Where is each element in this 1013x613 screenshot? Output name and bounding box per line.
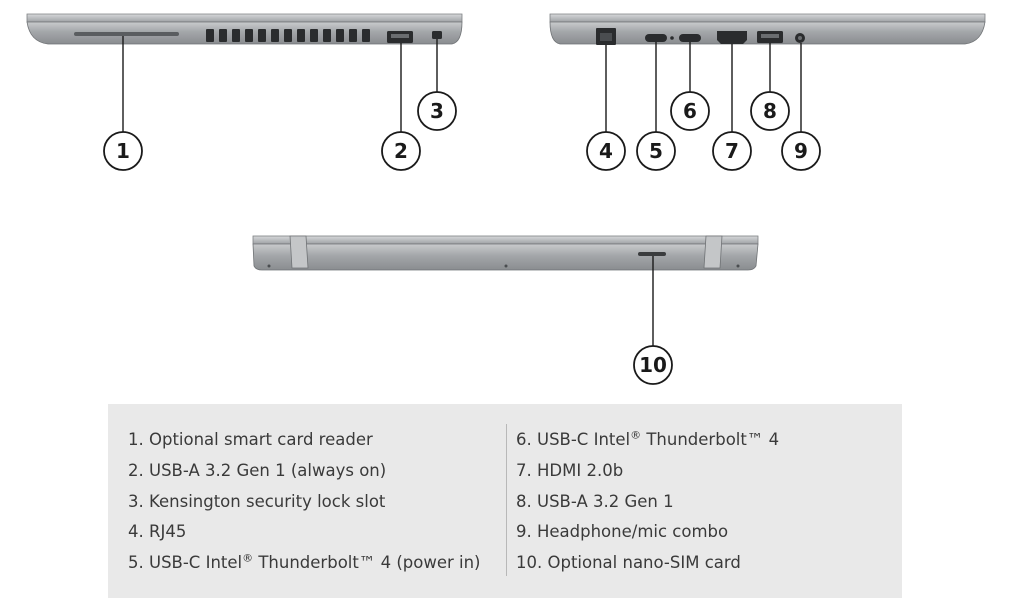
laptop-right-side <box>549 13 986 45</box>
legend-divider <box>506 424 507 576</box>
usb-c-port-icon <box>679 34 701 42</box>
nano-sim-slot-icon <box>638 252 666 256</box>
laptop-left-side <box>26 13 463 45</box>
svg-text:10: 10 <box>639 353 667 377</box>
legend-item-1: 1. Optional smart card reader <box>128 430 373 449</box>
smart-card-slot <box>74 32 179 36</box>
legend-item-2: 2. USB-A 3.2 Gen 1 (always on) <box>128 460 387 480</box>
svg-text:5: 5 <box>649 139 663 163</box>
legend-item-5: 5. USB-C Intel® Thunderbolt™ 4 (power in… <box>128 551 481 573</box>
callout-7: 7 <box>712 131 752 171</box>
svg-text:1: 1 <box>116 139 130 163</box>
svg-text:7: 7 <box>725 139 739 163</box>
svg-text:3: 3 <box>430 99 444 123</box>
svg-text:8: 8 <box>763 99 777 123</box>
svg-text:6: 6 <box>683 99 697 123</box>
callout-4: 4 <box>586 131 626 171</box>
legend-item-8: 8. USB-A 3.2 Gen 1 <box>516 491 674 511</box>
laptop-rear-view <box>252 235 759 271</box>
legend-left-column: 1. Optional smart card reader 2. USB-A 3… <box>128 428 480 582</box>
vent-grille <box>206 29 370 42</box>
legend-item-3: 3. Kensington security lock slot <box>128 491 386 511</box>
legend-item-9: 9. Headphone/mic combo <box>516 522 729 542</box>
lock-slot-icon <box>432 31 442 39</box>
callout-3: 3 <box>417 91 457 131</box>
leader-lines <box>122 36 802 346</box>
svg-text:9: 9 <box>794 139 808 163</box>
usb-c-port-icon <box>645 34 667 42</box>
svg-text:4: 4 <box>599 139 613 163</box>
legend-item-6: 6. USB-C Intel® Thunderbolt™ 4 <box>516 428 780 450</box>
callout-5: 5 <box>636 131 676 171</box>
callout-8: 8 <box>750 91 790 131</box>
callout-1: 1 <box>103 131 143 171</box>
svg-text:2: 2 <box>394 139 408 163</box>
legend-item-4: 4. RJ45 <box>128 522 187 542</box>
port-legend: 1. Optional smart card reader 2. USB-A 3… <box>108 404 902 598</box>
callout-6: 6 <box>670 91 710 131</box>
legend-item-10: 10. Optional nano-SIM card <box>516 553 741 573</box>
legend-item-7: 7. HDMI 2.0b <box>516 460 624 480</box>
callout-10: 10 <box>633 345 673 385</box>
laptop-port-diagram: 1 2 3 4 5 6 7 8 9 10 <box>26 13 986 385</box>
hdmi-port-icon <box>717 31 747 44</box>
callout-2: 2 <box>381 131 421 171</box>
legend-right-column: 6. USB-C Intel® Thunderbolt™ 4 7. HDMI 2… <box>516 428 779 582</box>
callout-9: 9 <box>781 131 821 171</box>
